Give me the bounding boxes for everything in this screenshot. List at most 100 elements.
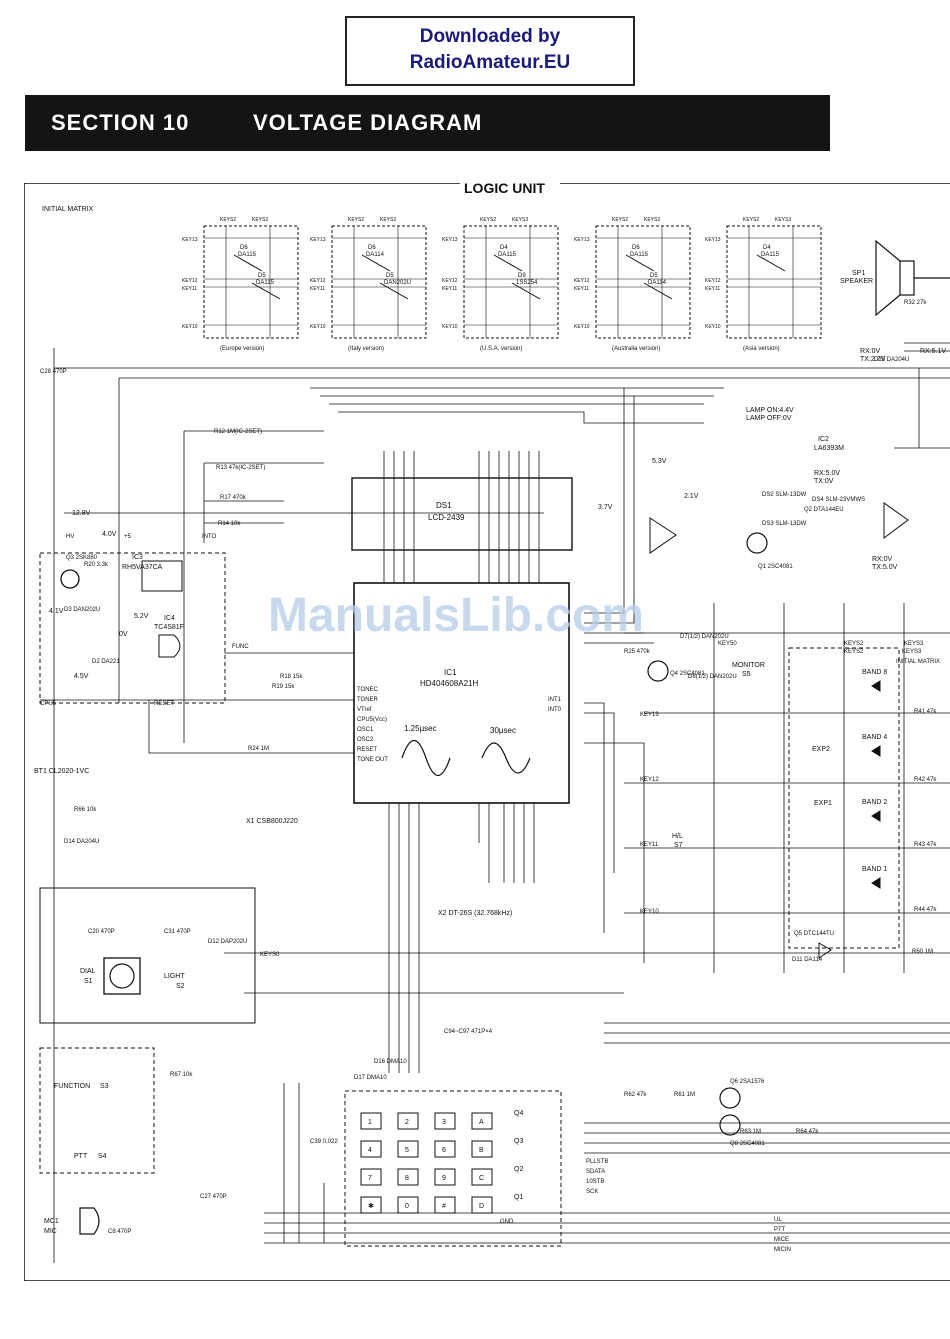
- transistor-label: Q1 2SC4081: [758, 564, 793, 570]
- dial-light-block: [39, 887, 256, 1024]
- matrix-key-side: KEY12: [442, 278, 458, 284]
- transistor-label: Q4 2SC4081: [670, 671, 705, 677]
- matrix-key-top: KEYS2: [220, 217, 236, 223]
- keypad-key: [434, 1140, 456, 1158]
- keypad-key: [471, 1168, 493, 1186]
- keypad-key-label: C: [479, 1175, 484, 1182]
- matrix-diode-ref: D5: [258, 273, 266, 279]
- q8-transistor: [719, 1114, 741, 1136]
- keypad-key-label: 7: [368, 1175, 372, 1182]
- matrix-diode-ref: D4: [500, 245, 508, 251]
- diode-label: D15 DA204U: [874, 357, 909, 363]
- matrix-box: [331, 225, 427, 339]
- bus-label: SDATA: [586, 1169, 605, 1175]
- keypad-key: [397, 1168, 419, 1186]
- ic1-part: HD404608A21H: [420, 679, 478, 688]
- matrix-diode-part: DA115: [630, 252, 649, 258]
- voltage-label: 0V: [119, 631, 128, 638]
- matrix-diode: [493, 254, 523, 272]
- matrix-diode-ref: D6: [368, 245, 376, 251]
- keypad-key: [397, 1112, 419, 1130]
- matrix-key-top: KEYS3: [512, 217, 528, 223]
- keypad-key-label: 8: [405, 1175, 409, 1182]
- voltage-label: 2.1V: [684, 493, 699, 500]
- mic-name: MIC: [44, 1228, 57, 1235]
- matrix-key-top: KEYS2: [743, 217, 759, 223]
- matrix-key-top: KEYS2: [612, 217, 628, 223]
- q3-transistor: [60, 569, 80, 589]
- keypad-key: [471, 1196, 493, 1214]
- band-label: BAND 1: [862, 866, 887, 873]
- ic1-pin-label: TONEC: [357, 687, 379, 693]
- osc-slow-wave: [481, 742, 531, 774]
- matrix-key-side: KEY10: [442, 324, 458, 330]
- switch-monitor-ref: S5: [742, 671, 751, 678]
- download-credit-line2: RadioAmateur.EU: [409, 52, 571, 73]
- ic3-part: RH5VA37CA: [122, 564, 163, 571]
- dial-encoder: [103, 957, 141, 995]
- diode-label: D11 DA114: [792, 957, 823, 963]
- matrix-key-side: KEY12: [310, 278, 326, 284]
- ic1-pin-label: INT0: [548, 707, 562, 713]
- ic1-pin-label: RESET: [357, 747, 377, 753]
- ic4-gate: [158, 634, 181, 658]
- resistor-label: R17 470k: [220, 495, 247, 501]
- lcd-display: [351, 477, 573, 551]
- diode-label: D14 DA204U: [64, 839, 99, 845]
- ic1-pin-label: TONE OUT: [357, 757, 388, 763]
- ic2-ref: IC2: [818, 436, 829, 443]
- bus-label: MICIN: [774, 1247, 791, 1253]
- download-credit-line1: Downloaded by: [419, 26, 561, 47]
- lamp-off-label: LAMP OFF:0V: [746, 415, 792, 422]
- led-label: DS2 SLM-13DW: [762, 492, 807, 498]
- key-net-label: KEY11: [640, 842, 659, 848]
- keypad-key: [434, 1112, 456, 1130]
- resistor-label: R64 47k: [796, 1129, 819, 1135]
- matrix-key-top: KEYS3: [644, 217, 660, 223]
- crystal-x2: X2 DT-26S (32.768kHz): [438, 910, 512, 917]
- resistor-label: R19 15k: [272, 684, 295, 690]
- matrix-key-top: KEYS2: [348, 217, 364, 223]
- matrix-box: [595, 225, 691, 339]
- exp-label: EXP2: [812, 746, 830, 753]
- ic1-mcu: [353, 582, 570, 804]
- transistor-label: Q5 DTC144TU: [794, 931, 834, 937]
- matrix-key-top: KEYS3: [775, 217, 791, 223]
- matrix-diode-part: DA114: [648, 280, 667, 286]
- keypad-key: [471, 1140, 493, 1158]
- key-net-label: KEY13: [640, 712, 659, 718]
- net-label: INTO: [202, 534, 217, 540]
- matrix-caption: (U.S.A. version): [480, 346, 522, 352]
- bus-label: GND: [500, 1219, 514, 1225]
- net-label: INITIAL MATRIX: [896, 659, 940, 665]
- matrix-key-side: KEY11: [574, 286, 589, 292]
- ic1-pin-label: INT1: [548, 697, 562, 703]
- keypad-key-label: ✱: [368, 1202, 374, 1210]
- keypad-key-label: 3: [442, 1119, 446, 1126]
- keypad-key-label: 1: [368, 1119, 372, 1126]
- keypad-key: [434, 1196, 456, 1214]
- q1-transistor: [746, 532, 768, 554]
- diode-label: D2 DA221: [92, 659, 120, 665]
- ic4-ref: IC4: [164, 615, 175, 622]
- matrix-diode: [511, 282, 541, 300]
- lcd-part: LCD-2439: [428, 513, 465, 522]
- matrix-caption: (Asia version): [743, 346, 780, 352]
- matrix-key-side: KEY13: [310, 237, 326, 243]
- diode-label: D8(1/2) DAN202U: [688, 674, 737, 680]
- section-banner: SECTION 10 VOLTAGE DIAGRAM: [25, 95, 830, 151]
- function-ptt-block: [39, 1047, 155, 1174]
- matrix-diode-part: DAN202U: [384, 280, 411, 286]
- matrix-diode-part: DA115: [498, 252, 517, 258]
- keypad-key-label: 4: [368, 1147, 372, 1154]
- key-net-label: KEY12: [640, 777, 659, 783]
- matrix-diode-ref: D4: [763, 245, 771, 251]
- keypad-outline: [344, 1090, 562, 1247]
- bus-label: UL: [774, 1217, 782, 1223]
- ic2b-opamp: [883, 502, 909, 539]
- matrix-key-side: KEY13: [574, 237, 590, 243]
- dial-knob: [109, 963, 135, 989]
- band-matrix-box: [788, 647, 900, 949]
